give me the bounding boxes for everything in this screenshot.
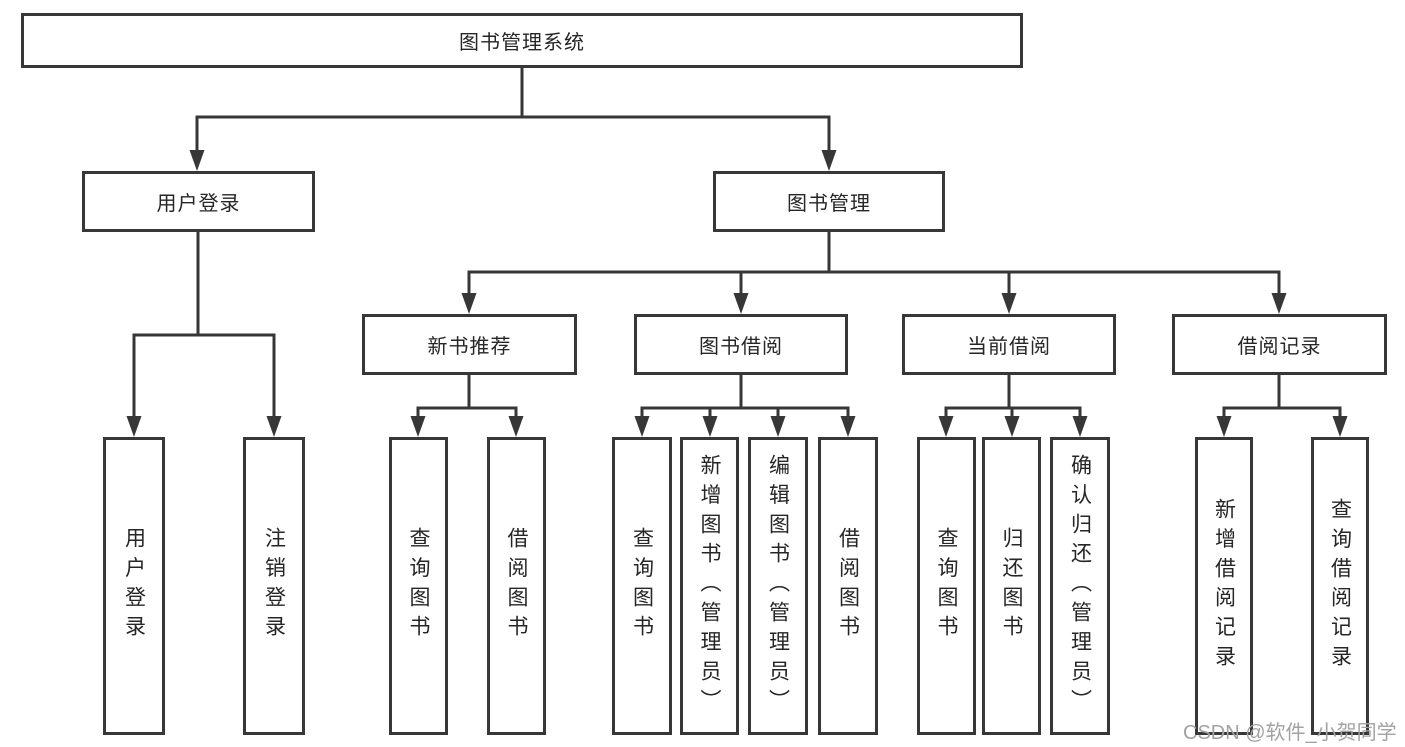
node-borrowing-records-label: 借阅记录 (1237, 336, 1322, 358)
node-book-management-label: 图书管理 (787, 193, 871, 215)
leaf-borrow-books-label: 借阅图书 (836, 527, 860, 645)
leaf-user-login: 用户登录 (103, 437, 165, 735)
leaf-edit-books-admin-label: 编辑图书（管理员） (766, 453, 790, 719)
leaf-borrow-books: 借阅图书 (818, 437, 878, 735)
node-new-book-recommend-label: 新书推荐 (427, 336, 512, 358)
csdn-watermark: CSDN @软件_小贺同学 (1183, 722, 1397, 744)
leaf-query-borrow-record: 查询借阅记录 (1311, 437, 1369, 735)
leaf-return-books-label: 归还图书 (1000, 527, 1023, 645)
leaf-logout: 注销登录 (243, 437, 305, 735)
arrowhead-icons (126, 150, 1348, 437)
leaf-query-books-borrow: 查询图书 (612, 437, 672, 735)
node-borrowing-records: 借阅记录 (1172, 314, 1387, 375)
node-book-borrowing: 图书借阅 (634, 314, 848, 375)
leaf-add-borrow-record: 新增借阅记录 (1195, 437, 1253, 735)
leaf-edit-books-admin: 编辑图书（管理员） (748, 437, 808, 735)
leaf-user-login-label: 用户登录 (122, 527, 146, 645)
leaf-query-borrow-record-label: 查询借阅记录 (1328, 497, 1352, 675)
leaf-query-books-recommend-label: 查询图书 (407, 527, 430, 645)
leaf-query-books-recommend: 查询图书 (389, 437, 448, 735)
node-book-borrowing-label: 图书借阅 (699, 336, 783, 358)
leaf-add-borrow-record-label: 新增借阅记录 (1212, 497, 1236, 675)
node-user-login-branch-label: 用户登录 (156, 193, 241, 215)
leaf-borrow-books-recommend-label: 借阅图书 (505, 527, 528, 645)
leaf-borrow-books-recommend: 借阅图书 (487, 437, 546, 735)
node-current-borrowing: 当前借阅 (902, 314, 1116, 375)
leaf-add-books-admin-label: 新增图书（管理员） (698, 453, 721, 719)
node-current-borrowing-label: 当前借阅 (967, 336, 1051, 358)
leaf-query-books-borrow-label: 查询图书 (630, 527, 654, 645)
leaf-confirm-return-admin-label: 确认归还（管理员） (1068, 453, 1092, 719)
node-new-book-recommend: 新书推荐 (362, 314, 577, 375)
node-library-system-label: 图书管理系统 (459, 32, 585, 54)
leaf-return-books: 归还图书 (982, 437, 1041, 735)
leaf-logout-label: 注销登录 (262, 527, 286, 645)
leaf-query-books-current-label: 查询图书 (935, 527, 958, 645)
node-library-system: 图书管理系统 (21, 13, 1023, 68)
node-user-login-branch: 用户登录 (82, 171, 315, 232)
node-book-management: 图书管理 (713, 171, 945, 232)
leaf-query-books-current: 查询图书 (917, 437, 976, 735)
leaf-confirm-return-admin: 确认归还（管理员） (1050, 437, 1110, 735)
leaf-add-books-admin: 新增图书（管理员） (680, 437, 739, 735)
